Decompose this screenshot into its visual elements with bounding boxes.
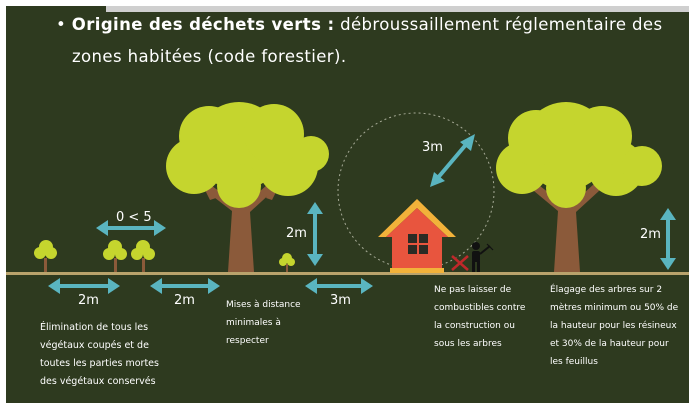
title-line-1: • Origine des déchets verts : débroussai… [56,15,662,34]
bush-icon [34,240,57,272]
double-arrow-icon [305,278,373,294]
bullet: • [56,15,67,34]
caption-elagage: Élagage des arbres sur 2 mètres minimum … [550,285,679,367]
ground-line [6,272,689,275]
cross-icon [451,255,469,271]
label-gap-1: 2m [78,293,99,308]
bush-icon [103,240,127,272]
title-bold: Origine des déchets verts : [71,15,335,34]
tree-icon [166,102,329,272]
double-arrow-icon [48,278,120,294]
title-rest: débroussaillement réglementaire des [334,15,663,34]
slide: • Origine des déchets verts : débroussai… [6,6,689,403]
label-spacing-small: 0 < 5 [116,210,152,225]
tree-icon [496,102,662,272]
label-house-radius: 3m [422,140,443,155]
top-bar [106,6,689,12]
double-arrow-icon [307,202,323,266]
title-line-2: zones habitées (code forestier). [72,47,347,66]
label-gap-3: 3m [330,293,351,308]
caption-elimination: Élimination de tous les végétaux coupés … [40,322,159,387]
label-gap-2: 2m [174,293,195,308]
double-arrow-icon [660,208,676,270]
caption-combustibles: Ne pas laisser de combustibles contre la… [434,285,526,349]
double-arrow-icon [150,278,220,294]
double-arrow-icon [430,134,475,187]
house-icon [378,199,456,273]
safety-circle [337,112,495,270]
double-arrow-icon [96,220,166,236]
bush-icon [131,240,155,272]
person-icon [472,242,494,272]
label-tree-height-left: 2m [286,226,307,241]
label-tree-height-right: 2m [640,227,661,242]
caption-distance: Mises à distance minimales à respecter [226,300,301,346]
bush-icon [279,253,295,272]
diagram [6,102,689,294]
